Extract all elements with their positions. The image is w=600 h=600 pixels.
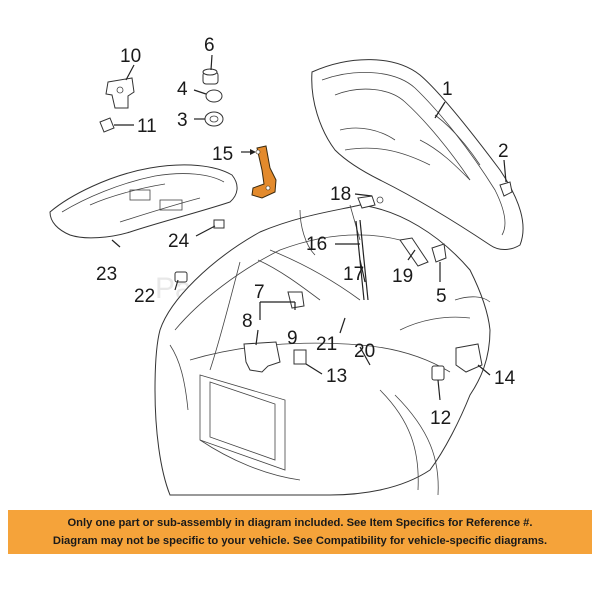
callout-23: 23 — [96, 264, 117, 285]
callout-20: 20 — [354, 341, 375, 362]
callout-24: 24 — [168, 231, 190, 252]
clip-part-22 — [174, 271, 188, 283]
hood-latch-part-10 — [105, 77, 135, 109]
clip-part-24 — [213, 219, 225, 229]
disclaimer-line-2: Diagram may not be specific to your vehi… — [52, 535, 548, 547]
disclaimer-line-1: Only one part or sub-assembly in diagram… — [67, 517, 533, 529]
callout-7: 7 — [254, 282, 265, 303]
release-handle-part-12 — [431, 365, 445, 381]
bumper-part-5 — [431, 243, 447, 263]
callout-labels: 1 2 3 4 5 6 7 8 9 10 11 12 13 14 15 16 1… — [96, 35, 516, 429]
callout-4: 4 — [177, 79, 188, 100]
leader-lines — [111, 54, 507, 401]
callout-12: 12 — [430, 408, 451, 429]
callout-15: 15 — [212, 144, 233, 165]
callout-6: 6 — [204, 35, 215, 56]
callout-16: 16 — [306, 234, 327, 255]
callout-13: 13 — [326, 366, 347, 387]
callout-22: 22 — [134, 286, 155, 307]
callout-10: 10 — [120, 46, 141, 67]
callout-8: 8 — [242, 311, 253, 332]
bumper-part-4 — [205, 89, 223, 103]
callout-9: 9 — [287, 328, 298, 349]
callout-19: 19 — [392, 266, 413, 287]
latch-part-18 — [357, 195, 384, 209]
hood-panel — [311, 59, 524, 250]
hood-hinge-highlighted — [251, 145, 277, 199]
callout-17: 17 — [343, 264, 364, 285]
hood-insulator — [49, 164, 238, 239]
callout-11: 11 — [137, 116, 157, 137]
vehicle-body — [154, 204, 491, 496]
callout-1: 1 — [442, 79, 453, 100]
callout-2: 2 — [498, 141, 509, 162]
bumper-part-6 — [202, 68, 219, 85]
part-9 — [287, 291, 305, 309]
bumper-part-3 — [204, 111, 224, 127]
latch-part-8 — [243, 341, 281, 373]
callout-18: 18 — [330, 184, 351, 205]
callout-21: 21 — [316, 334, 337, 355]
hinge-part-14 — [455, 343, 483, 373]
disclaimer-banner: Only one part or sub-assembly in diagram… — [8, 510, 592, 554]
clip-part-11 — [99, 117, 115, 133]
callout-3: 3 — [177, 110, 188, 131]
clip-part-2 — [499, 181, 513, 197]
part-13 — [293, 349, 307, 365]
callout-5: 5 — [436, 286, 447, 307]
callout-14: 14 — [494, 368, 516, 389]
